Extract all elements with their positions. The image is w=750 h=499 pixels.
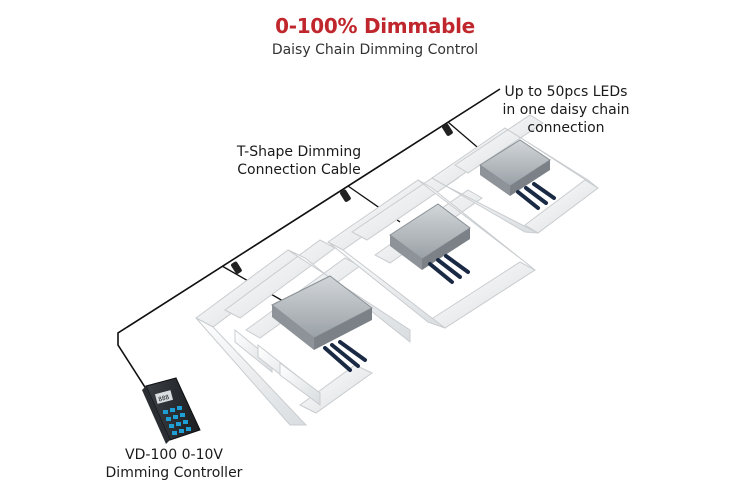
controller-label-line2: Dimming Controller (105, 465, 243, 481)
cable-label-line1: T-Shape Dimming (236, 144, 362, 160)
daisy-chain-label-line1: Up to 50pcs LEDs (504, 84, 628, 100)
daisy-chain-label-line3: connection (527, 120, 605, 136)
led-fixture-1 (195, 239, 411, 426)
connector-icon (231, 261, 242, 274)
daisy-chain-label: Up to 50pcs LEDs in one daisy chain conn… (488, 83, 644, 137)
dimming-cable (117, 88, 501, 396)
dimming-controller: 888 (142, 377, 201, 444)
daisy-chain-label-line2: in one daisy chain (502, 102, 630, 118)
cable-label-line2: Connection Cable (237, 162, 361, 178)
controller-label-line1: VD-100 0-10V (125, 447, 223, 463)
cable-label: T-Shape Dimming Connection Cable (220, 143, 378, 179)
connector-icon (442, 123, 453, 136)
page-title: 0-100% Dimmable (275, 14, 475, 38)
controller-display-text: 888 (158, 394, 171, 404)
controller-keypad (163, 406, 191, 435)
controller-label: VD-100 0-10V Dimming Controller (80, 446, 268, 482)
controller-display (154, 390, 174, 404)
connector-icon (340, 189, 351, 202)
page-subtitle: Daisy Chain Dimming Control (271, 42, 479, 58)
led-fixture-3 (431, 114, 599, 234)
led-fixture-2 (327, 169, 536, 329)
